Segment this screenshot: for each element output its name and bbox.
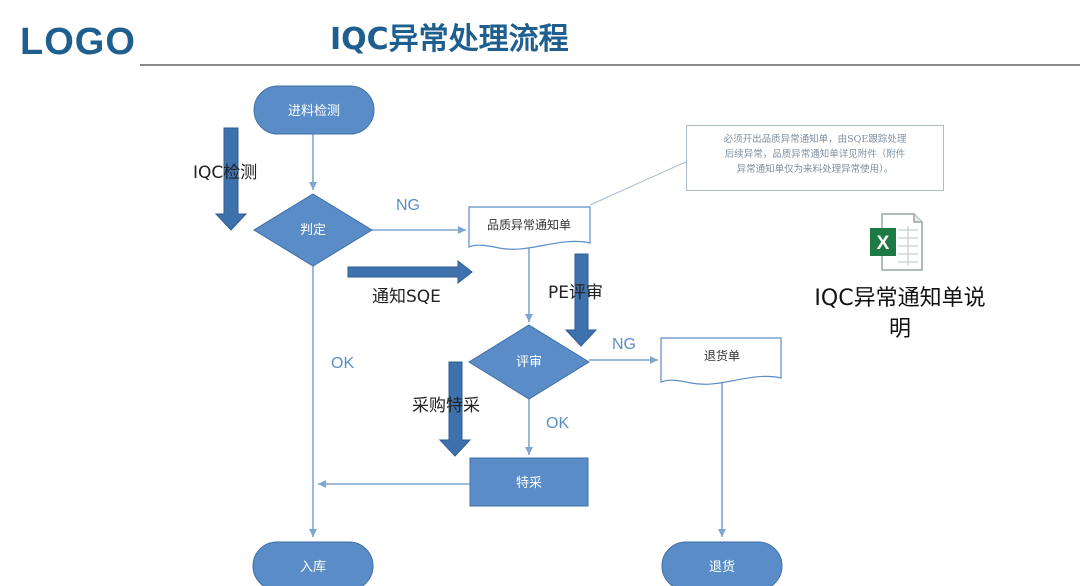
return-goods-label: 退货 [709, 559, 735, 575]
notice-callout-line2: 后续异常，品质异常通知单详见附件（附件 [724, 149, 906, 160]
judge-decision: 判定 [253, 193, 373, 267]
edge-label-ng-judge: NG [396, 197, 420, 214]
excel-caption-line1: IQC异常通知单说 [814, 286, 986, 311]
title-divider [140, 64, 1080, 66]
judge-decision-label: 判定 [300, 223, 326, 238]
warehouse-node: 入库 [252, 541, 374, 586]
note-callout-line [589, 159, 691, 206]
edge-label-ok-review: OK [546, 415, 569, 432]
notice-callout: 必须开出品质异常通知单，由SQE跟踪处理 后续异常，品质异常通知单详见附件（附件… [686, 125, 944, 191]
purchase-special-arrow [438, 361, 472, 457]
edge-label-ok-judge: OK [331, 355, 354, 372]
excel-attachment-caption[interactable]: IQC异常通知单说 明 [800, 283, 1000, 345]
block-arrows [214, 127, 598, 457]
start-node: 进料检测 [253, 85, 375, 135]
notify-sqe-arrow [347, 259, 473, 285]
return-form-doc: 退货单 [660, 337, 782, 385]
logo: LOGO [20, 21, 136, 63]
iqc-check-arrow [214, 127, 248, 231]
notice-callout-line1: 必须开出品质异常通知单，由SQE跟踪处理 [723, 134, 907, 145]
review-decision: 评审 [468, 324, 590, 400]
pe-review-arrow [564, 253, 598, 347]
side-label-pe-review: PE评审 [548, 283, 603, 303]
connectors [309, 134, 726, 537]
quality-notice-label: 品质异常通知单 [487, 218, 571, 232]
special-purchase-process: 特采 [469, 457, 589, 507]
edge-label-ng-review: NG [612, 336, 636, 353]
return-goods-node: 退货 [661, 541, 783, 586]
side-label-purchase-special: 采购特采 [412, 396, 480, 416]
notice-callout-line3: 异常通知单仅为来料处理异常使用）。 [736, 164, 894, 175]
excel-caption-line2: 明 [888, 317, 911, 342]
side-label-iqc-check: IQC检测 [193, 163, 257, 183]
side-label-notify-sqe: 通知SQE [372, 287, 441, 307]
review-decision-label: 评审 [516, 355, 542, 370]
special-purchase-label: 特采 [516, 476, 542, 491]
page-title: IQC异常处理流程 [330, 22, 569, 57]
svg-text:X: X [877, 233, 890, 254]
warehouse-label: 入库 [300, 559, 326, 575]
start-node-label: 进料检测 [288, 104, 340, 119]
excel-file-icon[interactable]: X [868, 212, 924, 272]
return-form-label: 退货单 [704, 348, 740, 363]
quality-notice-doc: 品质异常通知单 [468, 206, 591, 250]
